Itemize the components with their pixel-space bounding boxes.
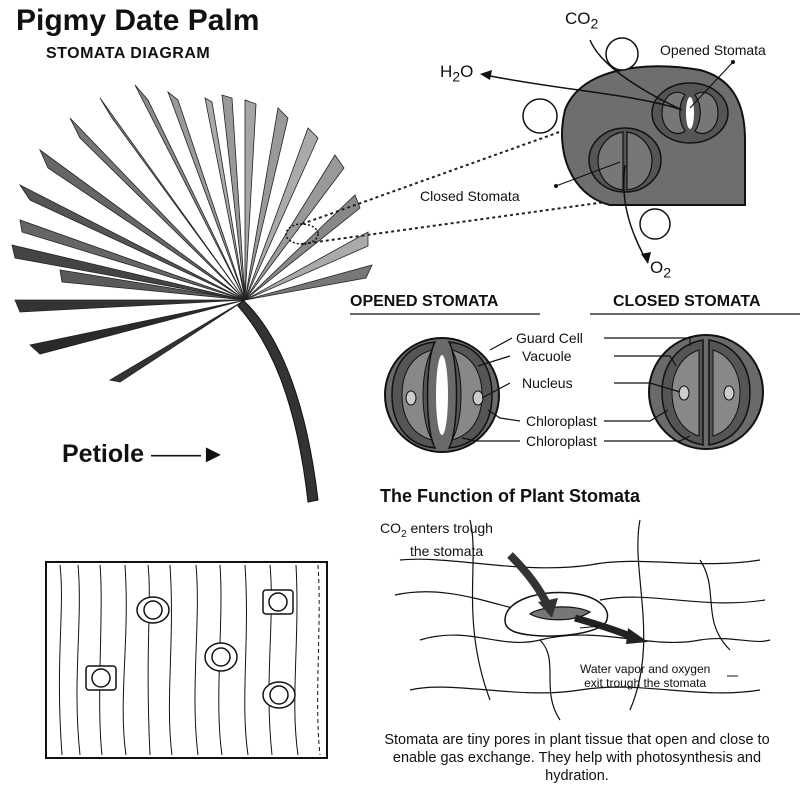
exit-label: Water vapor and oxygen exit trough the s… xyxy=(580,662,710,690)
opened-stomata-label: Opened Stomata xyxy=(660,42,766,58)
o2-label: O2 xyxy=(650,258,671,281)
inset-closed-stomata xyxy=(589,128,661,192)
closed-stomata-label: Closed Stomata xyxy=(420,188,520,204)
closed-stomata-detail xyxy=(649,335,763,449)
part-label-vacuole: Vacuole xyxy=(522,348,572,364)
closed-stomata-header: CLOSED STOMATA xyxy=(613,293,761,311)
co2-enters-label: CO2 enters trough the stomata xyxy=(380,520,493,559)
opened-stomata-detail xyxy=(385,338,499,452)
h2o-label: H2O xyxy=(440,62,473,85)
description-text: Stomata are tiny pores in plant tissue t… xyxy=(362,731,792,785)
opened-stomata-header: OPENED STOMATA xyxy=(350,293,498,311)
epidermis-sketch xyxy=(46,562,327,758)
co2-label: CO2 xyxy=(565,9,598,32)
part-label-guard-cell: Guard Cell xyxy=(516,330,583,346)
part-label-chloroplast: Chloroplast xyxy=(526,413,597,429)
part-label-chloroplast-2: Chloroplast xyxy=(526,433,597,449)
function-title: The Function of Plant Stomata xyxy=(380,486,640,507)
petiole-label: Petiole ——► xyxy=(62,440,226,469)
page-subtitle: STOMATA DIAGRAM xyxy=(46,45,210,63)
page-title: Pigmy Date Palm xyxy=(16,4,259,38)
part-label-nucleus: Nucleus xyxy=(522,375,573,391)
inset-opened-stomata xyxy=(652,83,728,143)
leaf-surface-inset xyxy=(480,38,745,264)
